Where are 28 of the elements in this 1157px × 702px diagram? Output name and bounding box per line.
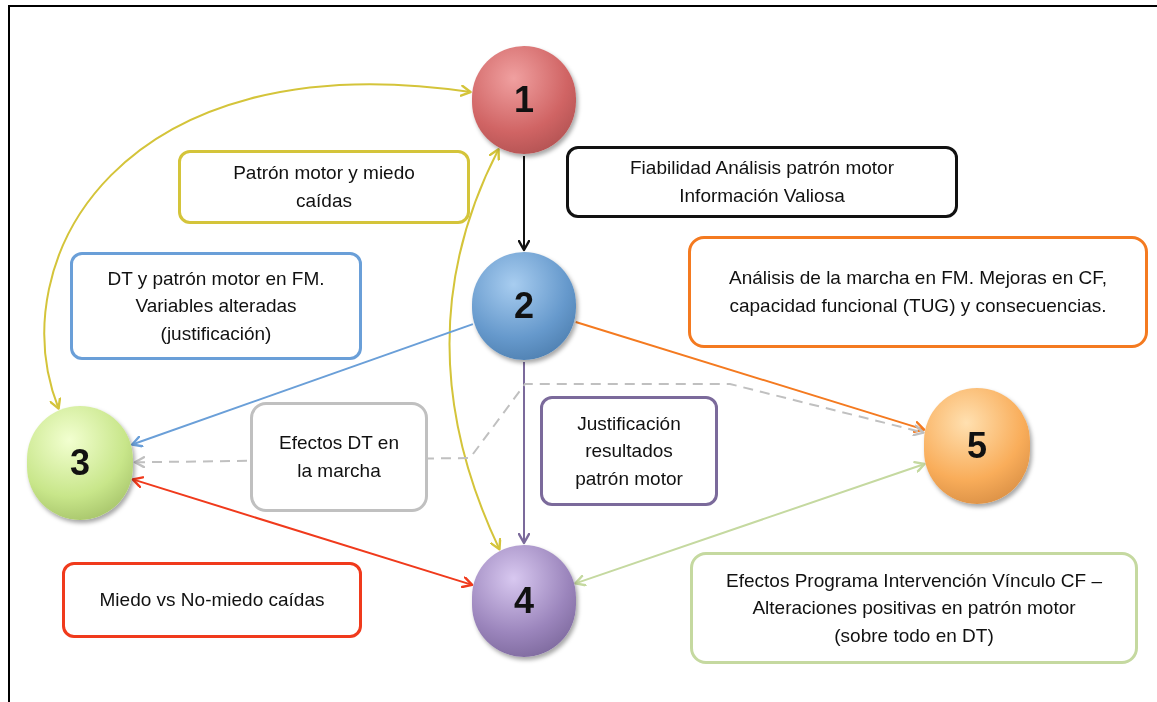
topic-box [540, 396, 718, 506]
topic-box [70, 252, 362, 360]
arrow [574, 321, 926, 433]
arrow [574, 460, 926, 587]
circle-number: 2 [514, 283, 534, 328]
topic-box [690, 552, 1138, 664]
arrow [43, 83, 472, 410]
topic-box [62, 562, 362, 638]
arrow [131, 323, 474, 448]
circle-number: 5 [967, 423, 987, 468]
box-text: Fiabilidad Análisis patrón motor Información Valiosa [629, 156, 895, 208]
box-text: Miedo vs No-miedo caídas [99, 588, 325, 613]
box-text: Justificación resultados patrón motor [574, 411, 684, 491]
box-text: Patrón motor y miedo caídas [232, 161, 416, 213]
topic-box [688, 236, 1148, 348]
edge-label: Efectos DT en la marcha [250, 402, 428, 512]
arrow [517, 155, 531, 252]
box-text: Análisis de la marcha en FM. Mejoras en CF, capacidad funcional (TUG) y consecuencias. [727, 266, 1108, 318]
circle-number: 3 [70, 440, 90, 485]
box-text: Efectos Programa Intervención Vínculo CF – Alteraciones positivas en patrón motor (sobre todo en DT) [725, 568, 1103, 648]
topic-box [566, 146, 958, 218]
topic-box [178, 150, 470, 224]
arrow [448, 148, 502, 551]
circle-number: 1 [514, 77, 534, 122]
circle-number: 4 [514, 578, 534, 623]
arrow [131, 476, 474, 589]
arrow [517, 361, 531, 545]
box-text: DT y patrón motor en FM. Variables alteradas (justificación) [106, 266, 326, 346]
